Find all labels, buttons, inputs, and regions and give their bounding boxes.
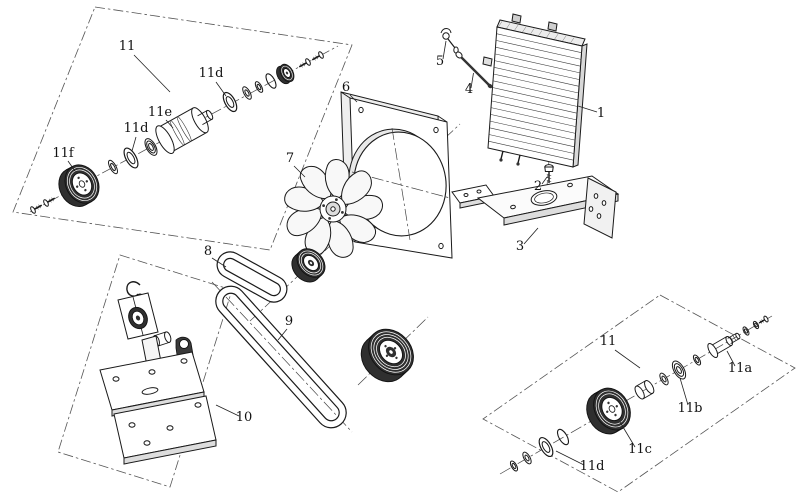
part-11b-bearing — [671, 360, 687, 380]
part-11e-hub — [155, 107, 214, 155]
part-7-fan — [281, 157, 383, 261]
bolt-icon — [43, 197, 56, 207]
part-label-1: 1 — [597, 106, 605, 121]
washer-icon — [522, 451, 532, 465]
part-11c-pulley — [586, 387, 631, 435]
spacer-sleeve — [634, 380, 655, 400]
part-label-11d-lower: 11d — [580, 459, 605, 474]
washer-icon — [254, 81, 264, 93]
part-label-9: 9 — [285, 314, 293, 329]
bolt-icon — [30, 204, 43, 214]
tensioner-roller — [128, 306, 148, 330]
part-label-8: 8 — [204, 244, 212, 259]
part-label-11d-upper: 11d — [199, 66, 224, 81]
part-label-7: 7 — [286, 151, 294, 166]
part-11d-ring — [123, 147, 139, 169]
part-4-rod — [455, 51, 493, 89]
part-11-pulley-assembly-lower — [509, 315, 769, 472]
bolt-icon — [311, 51, 324, 61]
circlip-icon — [556, 428, 570, 446]
washer-icon — [752, 320, 760, 330]
washer-icon — [108, 159, 118, 175]
part-label-11-lower: 11 — [600, 334, 617, 349]
bearing-icon — [144, 138, 158, 156]
boundary-box-pulley-assembly-upper — [12, 6, 353, 251]
bolt-icon — [298, 58, 311, 68]
part-label-5: 5 — [436, 54, 444, 69]
part-label-4: 4 — [465, 82, 473, 97]
part-label-6: 6 — [342, 80, 350, 95]
part-3-mounting-bracket — [451, 175, 620, 239]
part-label-11b: 11b — [678, 401, 703, 416]
crank-pulley — [360, 328, 414, 383]
washer-icon — [742, 326, 750, 336]
part-11d-ring — [538, 436, 554, 458]
radiator-fins — [488, 33, 582, 161]
part-9-belt — [215, 285, 347, 429]
part-11d-ring — [222, 91, 238, 113]
part-5-fitting — [440, 28, 459, 54]
idler-pulley-small — [276, 63, 295, 85]
part-label-11e: 11e — [148, 105, 173, 120]
part-label-2: 2 — [534, 179, 542, 194]
part-label-11-upper: 11 — [119, 39, 136, 54]
leader-lines — [67, 40, 736, 466]
part-2-bolt — [544, 164, 554, 183]
part-8-belt — [216, 251, 288, 303]
part-label-11a: 11a — [728, 361, 753, 376]
part-label-11f: 11f — [52, 146, 75, 161]
washer-icon — [692, 354, 702, 366]
part-label-10: 10 — [236, 410, 253, 425]
boundary-box-tensioner — [57, 254, 233, 488]
part-labels: 11 11d 11e 11d 11f 6 7 5 4 1 2 3 8 9 10 … — [52, 39, 752, 474]
washer-icon — [242, 86, 252, 100]
part-1-radiator — [482, 13, 588, 168]
part-label-11d-mid: 11d — [124, 121, 149, 136]
part-10-tensioner-assembly — [99, 281, 217, 465]
washer-icon — [509, 460, 519, 472]
circlip-icon — [265, 73, 277, 89]
bolt-icon — [758, 315, 769, 324]
part-11f-pulley — [58, 164, 100, 207]
washer-icon — [659, 372, 669, 386]
boundary-box-pulley-assembly-lower — [482, 294, 796, 493]
part-11a-shaft — [707, 332, 741, 358]
part-label-3: 3 — [516, 239, 524, 254]
fan-pulley — [291, 248, 326, 283]
part-label-11c: 11c — [628, 442, 652, 457]
part-11-pulley-assembly-upper — [30, 51, 324, 214]
